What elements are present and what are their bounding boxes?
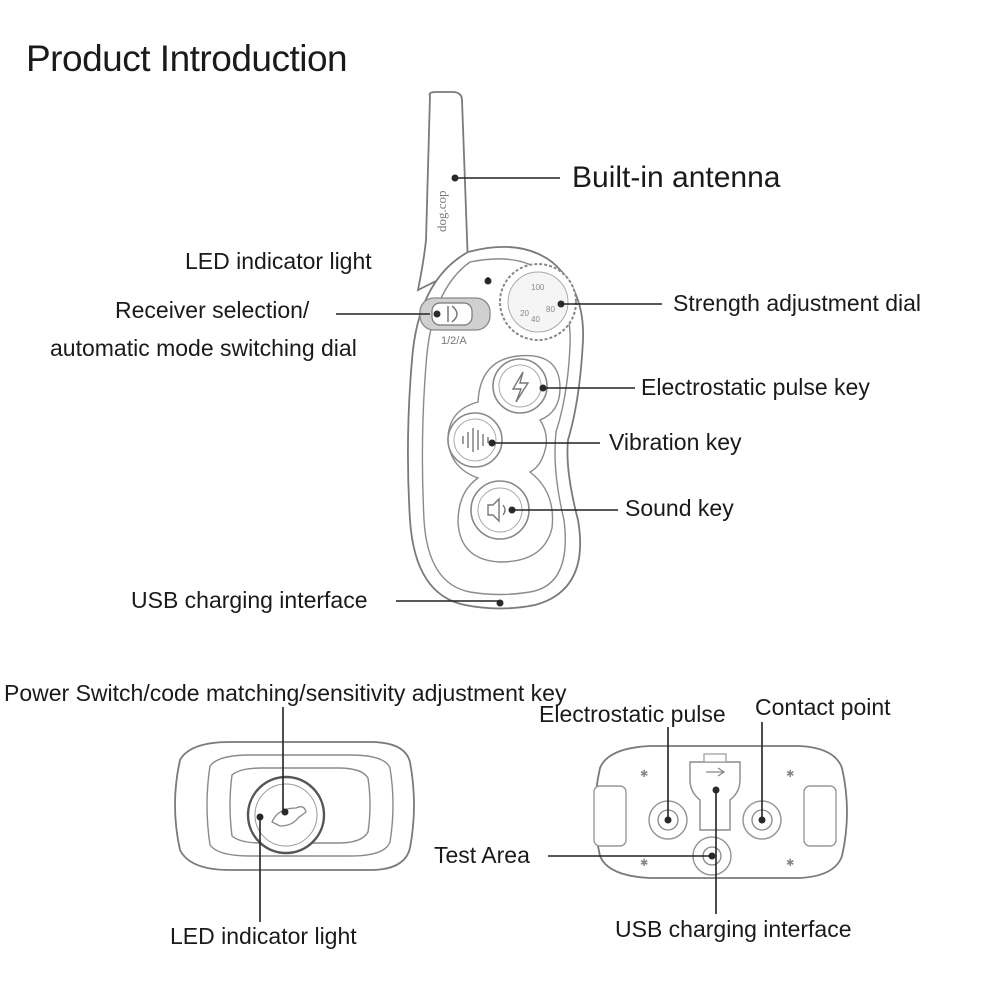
label-built-in-antenna: Built-in antenna xyxy=(572,161,781,194)
label-sound-key: Sound key xyxy=(625,495,734,521)
label-led-receiver: LED indicator light xyxy=(170,923,357,949)
svg-text:✱: ✱ xyxy=(786,858,794,869)
label-strength-dial: Strength adjustment dial xyxy=(673,290,922,316)
svg-text:80: 80 xyxy=(546,305,555,314)
svg-text:✱: ✱ xyxy=(786,769,794,780)
label-test-area: Test Area xyxy=(434,842,530,868)
label-pulse-key: Electrostatic pulse key xyxy=(641,374,870,400)
svg-text:100: 100 xyxy=(531,283,545,292)
label-contact-point: Contact point xyxy=(755,694,891,720)
svg-text:40: 40 xyxy=(531,315,540,324)
antenna-brand: dog.cop xyxy=(434,190,449,232)
receiver-back-illustration: ✱ ✱ ✱ ✱ xyxy=(548,722,848,914)
label-receiver-selection-2: automatic mode switching dial xyxy=(50,335,357,361)
transmitter-illustration: dog.cop 1/2/A 100 80 20 40 xyxy=(336,91,662,610)
receiver-front-illustration xyxy=(174,707,415,922)
label-power-switch: Power Switch/code matching/sensitivity a… xyxy=(4,680,567,706)
label-usb-transmitter: USB charging interface xyxy=(131,587,368,613)
svg-text:✱: ✱ xyxy=(640,858,648,869)
label-electrostatic-pulse: Electrostatic pulse xyxy=(539,701,726,727)
svg-text:✱: ✱ xyxy=(640,769,648,780)
switch-label: 1/2/A xyxy=(441,335,467,347)
label-usb-receiver: USB charging interface xyxy=(615,916,852,942)
label-receiver-selection-1: Receiver selection/ xyxy=(115,297,310,323)
svg-text:20: 20 xyxy=(520,309,529,318)
page-title: Product Introduction xyxy=(26,38,348,79)
label-led-indicator: LED indicator light xyxy=(185,248,372,274)
label-vibration-key: Vibration key xyxy=(609,429,742,455)
